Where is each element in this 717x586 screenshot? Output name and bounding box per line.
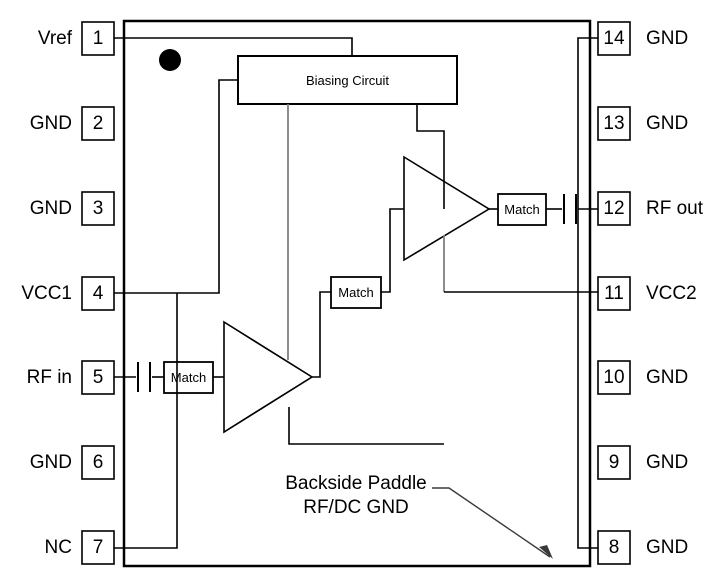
pin-label-6: GND xyxy=(29,452,72,473)
pin-label-14: GND xyxy=(646,28,689,49)
pin-box-5[interactable] xyxy=(81,360,115,395)
paddle-leader-line xyxy=(432,487,551,558)
match-interstage-label: Match xyxy=(338,285,374,300)
net-vcc1-to-bias xyxy=(114,79,238,294)
biasing-circuit-label: Biasing Circuit xyxy=(305,73,390,88)
net-vref-to-bias xyxy=(114,37,353,56)
pin-box-9[interactable] xyxy=(597,445,631,480)
pin-number-12: 12 xyxy=(603,198,625,219)
pin-number-11: 11 xyxy=(604,283,624,304)
pin-label-1: Vref xyxy=(37,28,72,49)
second-stage-amplifier[interactable] xyxy=(403,155,491,262)
pin-box-3[interactable] xyxy=(81,191,115,226)
pin-label-8: GND xyxy=(646,537,689,558)
pin-number-8: 8 xyxy=(608,537,620,558)
paddle-arrowhead-icon xyxy=(539,545,553,559)
pin-label-13: GND xyxy=(646,113,689,134)
pin-box-11[interactable] xyxy=(597,276,631,311)
pin-number-4: 4 xyxy=(92,283,104,304)
pin-number-9: 9 xyxy=(608,452,620,473)
pin-number-14: 14 xyxy=(603,28,625,49)
pin-label-11: VCC2 xyxy=(646,283,697,304)
pin-box-1[interactable] xyxy=(81,21,115,56)
first-stage-amplifier[interactable] xyxy=(223,320,314,434)
backside-paddle-annotation-line1: Backside Paddle xyxy=(285,473,427,494)
pin-box-2[interactable] xyxy=(81,106,115,141)
pin-1-dot-icon xyxy=(159,49,181,71)
pin-number-3: 3 xyxy=(92,198,104,219)
pin-label-4: VCC1 xyxy=(21,283,72,304)
pin-number-10: 10 xyxy=(603,367,625,388)
pin-label-9: GND xyxy=(646,452,689,473)
pin-box-13[interactable] xyxy=(597,106,631,141)
net-bias-to-amp2 xyxy=(416,104,445,209)
pin-label-3: GND xyxy=(29,198,72,219)
match-block-input[interactable] xyxy=(163,361,214,394)
net-amp1-to-match-inter xyxy=(312,291,331,378)
backside-paddle-annotation-line2: RF/DC GND xyxy=(303,497,409,518)
pin-label-5: RF in xyxy=(26,367,72,388)
pin-label-10: GND xyxy=(646,367,689,388)
match-output-label: Match xyxy=(504,202,540,217)
net-match-inter-to-amp2 xyxy=(381,208,404,293)
pin-box-4[interactable] xyxy=(81,276,115,311)
net-amp1-ground-return xyxy=(288,407,444,445)
net-right-ground-rail xyxy=(577,37,598,549)
biasing-circuit-block[interactable] xyxy=(237,55,458,105)
pin-label-12: RF out xyxy=(646,198,704,219)
net-left-ground-bus xyxy=(114,293,178,549)
pin-box-6[interactable] xyxy=(81,445,115,480)
pin-label-7: NC xyxy=(44,537,72,558)
pin-number-1: 1 xyxy=(92,28,104,49)
pin-box-10[interactable] xyxy=(597,360,631,395)
pin-number-2: 2 xyxy=(92,113,104,134)
pin-number-13: 13 xyxy=(603,113,625,134)
pin-box-8[interactable] xyxy=(597,530,631,565)
match-input-label: Match xyxy=(170,370,207,385)
pin-number-5: 5 xyxy=(92,367,104,388)
pin-label-2: GND xyxy=(29,113,72,134)
match-block-interstage[interactable] xyxy=(330,276,382,309)
pin-number-6: 6 xyxy=(92,452,104,473)
pin-number-7: 7 xyxy=(92,537,104,558)
